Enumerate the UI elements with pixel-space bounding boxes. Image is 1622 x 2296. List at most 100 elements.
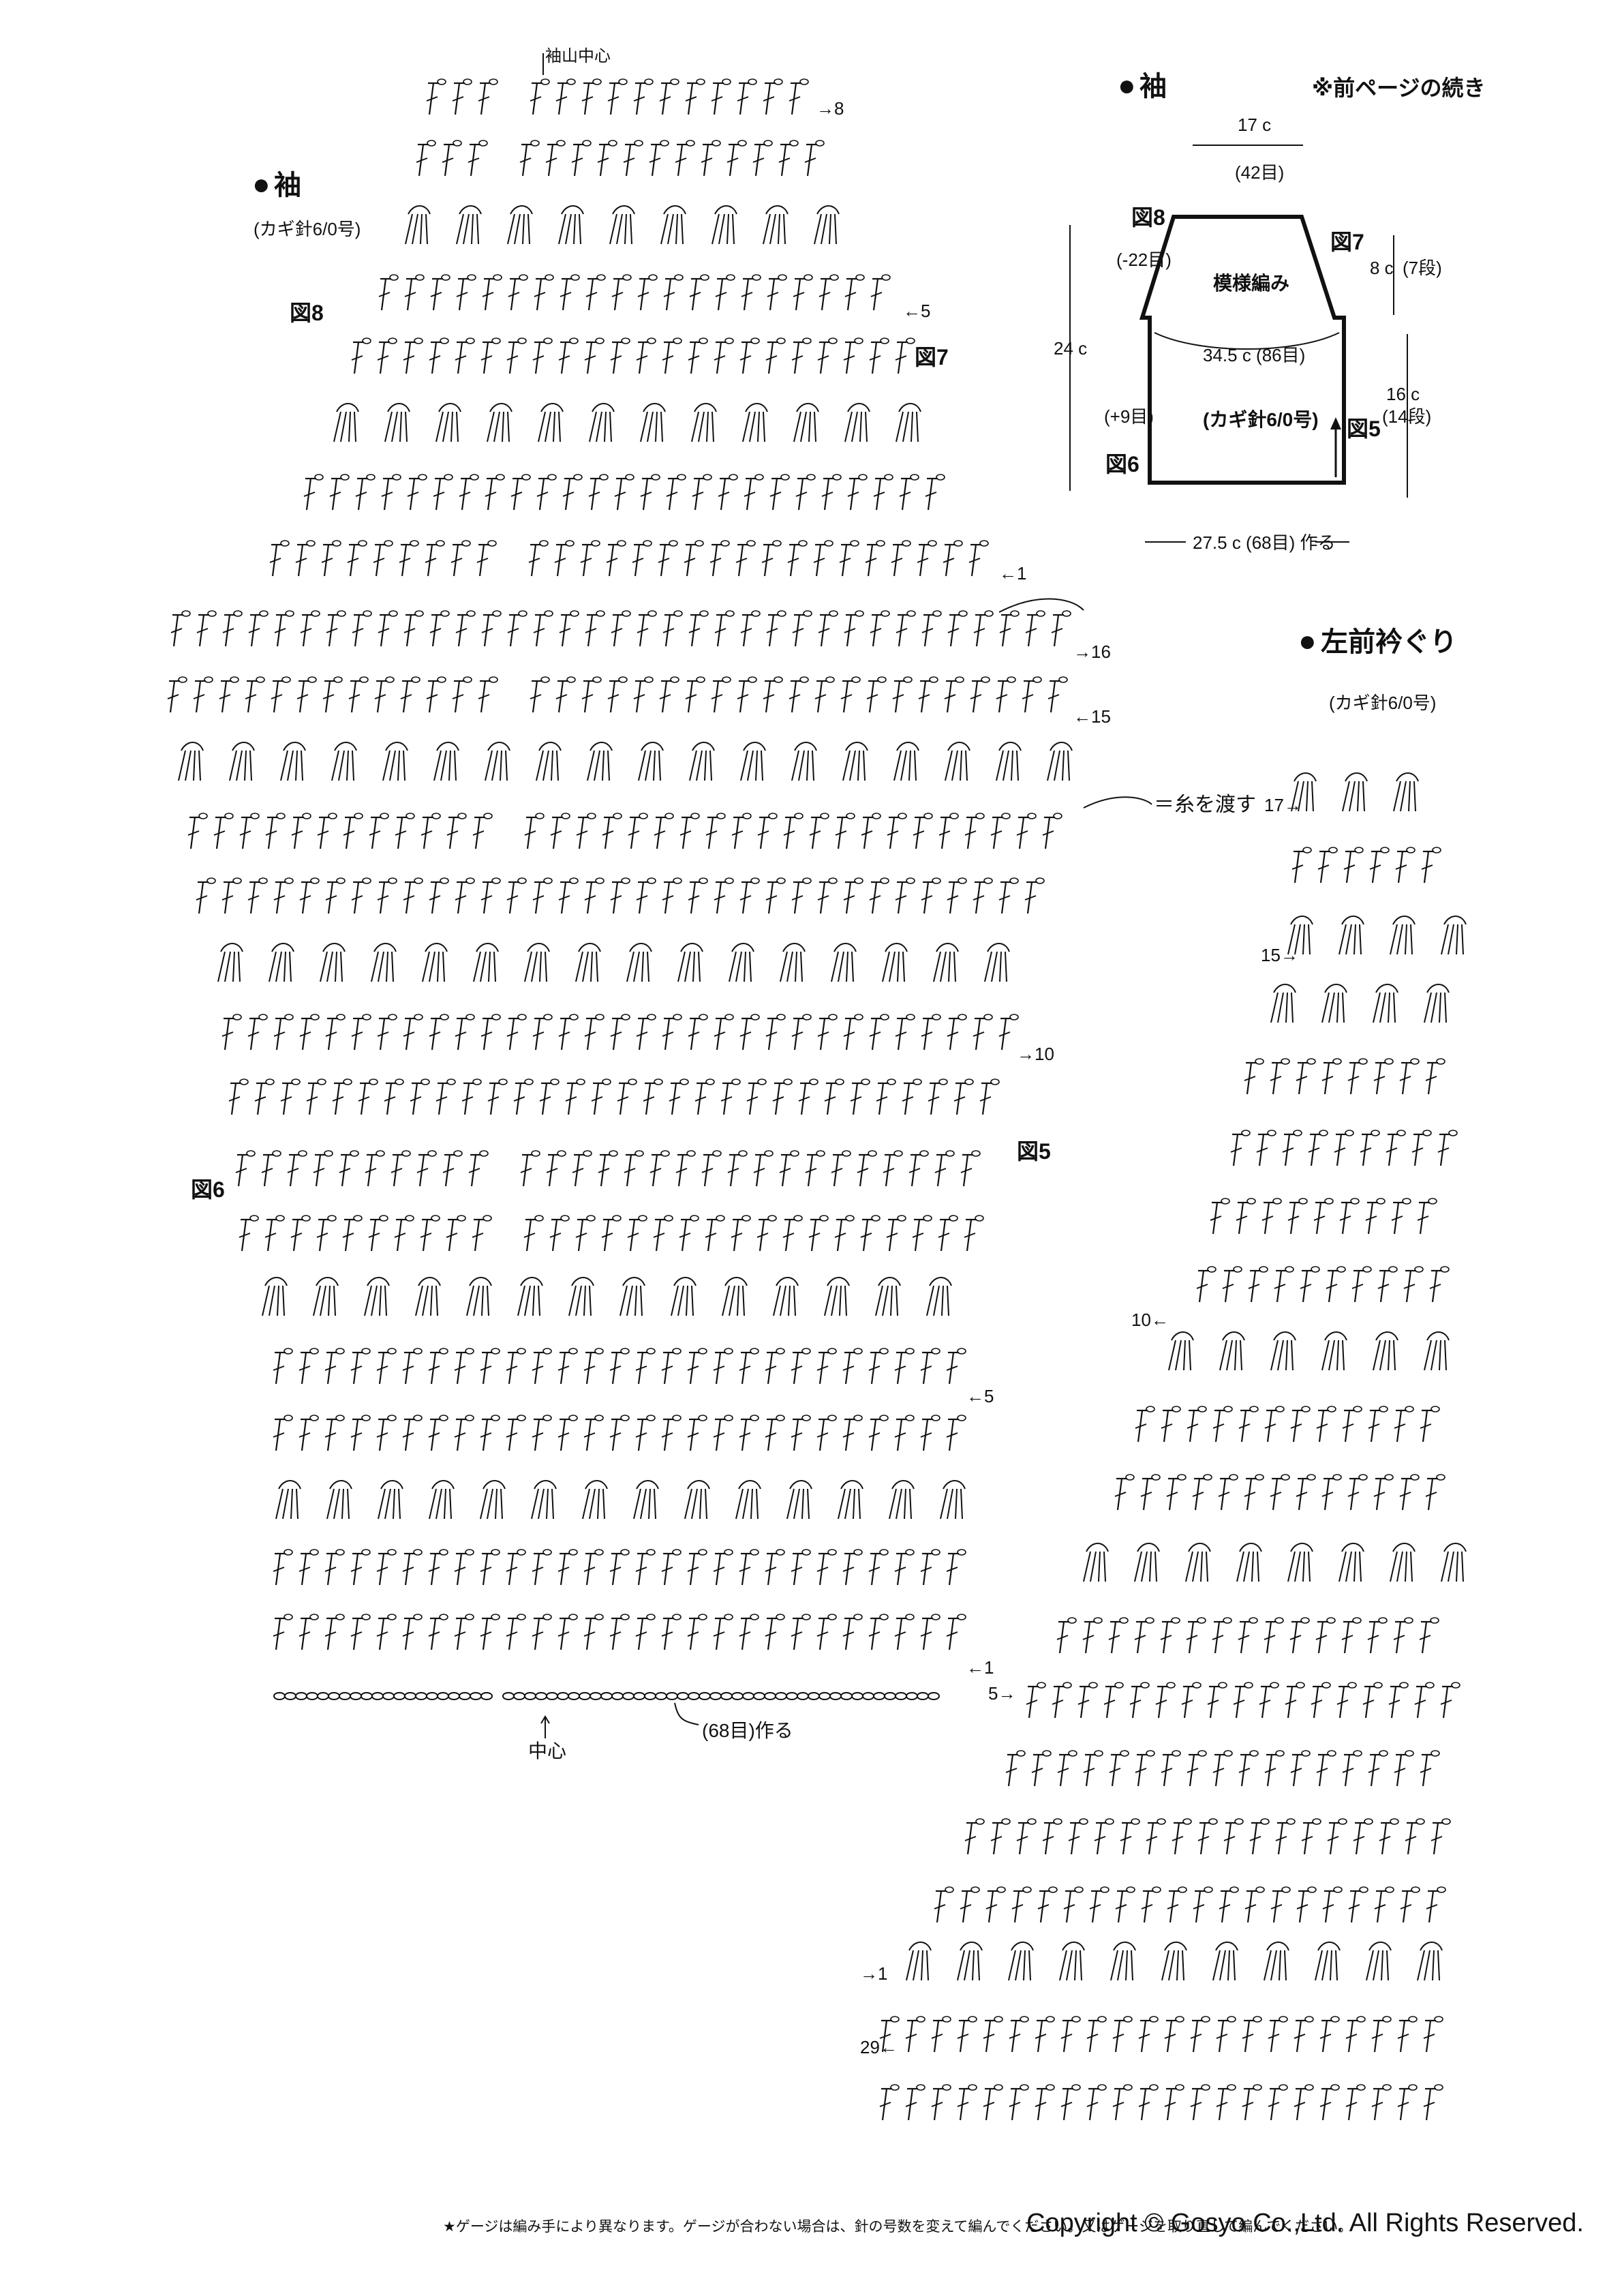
treble-stitch-symbol <box>1009 2084 1029 2121</box>
chain-loop <box>1279 2084 1288 2091</box>
stitch-cross <box>1411 1147 1424 1153</box>
chain-loop <box>437 676 446 683</box>
stitch-cross <box>791 355 804 361</box>
chain-loop <box>621 1014 630 1021</box>
shell-stems <box>926 1285 949 1316</box>
stitch-cross <box>468 157 480 163</box>
shell-stitch-symbol <box>217 943 243 982</box>
treble-stitch-symbol <box>583 1348 604 1385</box>
stitch-cross <box>709 558 722 563</box>
schematic-fig8: 図8 <box>1131 205 1165 230</box>
chain-loop <box>359 676 369 683</box>
shell-arc <box>847 403 870 412</box>
treble-stitch-symbol <box>280 1078 301 1115</box>
stitch-cross <box>649 1168 662 1173</box>
treble-stitch-symbol <box>196 877 216 914</box>
treble-stitch-symbol <box>1430 1818 1451 1855</box>
shell-stitch-symbol <box>378 1480 403 1520</box>
treble-stitch-symbol <box>789 78 809 115</box>
sleeve-stitch-row <box>239 1215 984 1252</box>
chain-loop <box>1281 1886 1291 1893</box>
treble-stitch-symbol <box>403 610 424 647</box>
treble-stitch-symbol <box>446 813 467 849</box>
treble-stitch-symbol <box>1216 2084 1236 2121</box>
stitch-cross <box>763 96 775 102</box>
chain-loop <box>1071 2084 1081 2091</box>
chain-stitch <box>295 1692 307 1700</box>
chain-loop <box>698 1415 707 1421</box>
chain-loop <box>776 1614 785 1620</box>
chain-loop <box>1414 1266 1424 1273</box>
shell-arc <box>408 205 431 215</box>
chain-loop <box>780 474 790 481</box>
chain-loop <box>284 1348 293 1355</box>
chain-loop <box>1172 1750 1181 1757</box>
treble-stitch-symbol <box>679 1215 699 1252</box>
chain-loop <box>284 1014 294 1021</box>
chain-loop <box>1382 2016 1392 2023</box>
stitch-cross <box>1341 1635 1353 1640</box>
chain-loop <box>1062 1682 1072 1689</box>
treble-stitch-symbol <box>1109 1750 1129 1787</box>
chain-loop <box>751 610 761 617</box>
shell-arc <box>622 1277 645 1286</box>
stitch-cross <box>687 1567 699 1572</box>
treble-stitch-symbol <box>228 1078 249 1115</box>
chain-loop <box>932 877 941 884</box>
treble-stitch-symbol <box>679 813 700 849</box>
chain-loop <box>1249 1617 1258 1624</box>
chain-loop <box>544 610 553 617</box>
shell-stems <box>487 411 510 442</box>
stitch-cross <box>985 1904 998 1909</box>
stitch-cross <box>167 694 179 699</box>
treble-stitch-symbol <box>869 337 889 374</box>
stitch-cross <box>533 628 545 633</box>
chain-loop <box>845 1215 855 1222</box>
shell-stitch-symbol <box>582 1480 608 1520</box>
treble-stitch-symbol <box>1391 1198 1411 1235</box>
chain-loop <box>975 1215 984 1222</box>
shell-stitch-symbol <box>893 742 919 781</box>
chain-loop <box>335 1614 345 1620</box>
chain-loop <box>827 1348 837 1355</box>
shell-stems <box>677 951 701 982</box>
chain-stitch <box>753 1692 765 1700</box>
stitch-cross <box>689 292 701 297</box>
stitch-cross <box>824 1096 836 1102</box>
stitch-cross <box>1347 1492 1360 1497</box>
treble-stitch-symbol <box>480 1549 500 1586</box>
stitch-cross <box>1016 830 1028 836</box>
chain-loop <box>1177 1474 1187 1481</box>
stitch-cross <box>442 157 454 163</box>
treble-stitch-symbol <box>1270 1058 1290 1095</box>
chain-loop <box>545 274 554 281</box>
stitch-cross <box>1011 1904 1024 1909</box>
chain-loop <box>1068 1750 1077 1757</box>
stitch-cross <box>1270 1492 1282 1497</box>
stitch-cross <box>264 1233 277 1238</box>
treble-stitch-symbol <box>640 474 660 511</box>
stitch-cross <box>713 1631 725 1637</box>
stitch-cross <box>640 492 652 497</box>
stitch-cross <box>454 1432 466 1438</box>
stitch-cross <box>1212 1423 1225 1429</box>
shell-stems <box>689 750 712 781</box>
stitch-cross <box>979 1096 992 1102</box>
stitch-cross <box>459 492 471 497</box>
shell-arc <box>1222 1331 1245 1341</box>
treble-stitch-symbol <box>1219 1886 1239 1923</box>
treble-stitch-symbol <box>688 1014 708 1051</box>
chain-loop <box>686 140 695 147</box>
stitch-cross <box>1181 1700 1193 1705</box>
shell-stems <box>1390 924 1413 955</box>
shell-stitch-symbol <box>1219 1331 1245 1371</box>
sleeve-schematic: ● 袖 ※前ページの続き 17 c (42目) 図8 図7 (-22目) 模様編… <box>1054 69 1485 554</box>
stitch-cross <box>403 895 415 901</box>
chain-loop <box>465 1549 474 1556</box>
stitch-cross <box>373 558 385 563</box>
chain-stitch <box>426 1692 438 1700</box>
stitch-cross <box>1339 1215 1351 1221</box>
shell-stitch-symbol <box>1270 984 1296 1023</box>
shell-arc <box>534 1480 557 1490</box>
stitch-cross <box>766 628 778 633</box>
